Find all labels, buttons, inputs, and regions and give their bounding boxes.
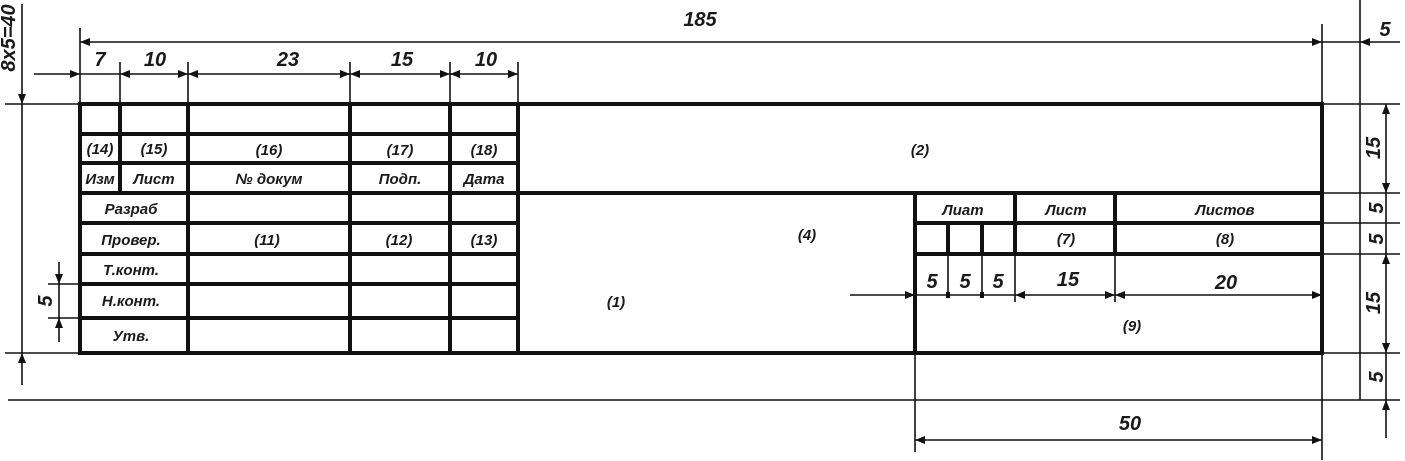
header-izm: Изм xyxy=(85,171,114,188)
dim-litera-row-1: 5 xyxy=(1366,202,1388,214)
field-name: (1) xyxy=(607,294,625,311)
dim-sheet-col: 15 xyxy=(1057,269,1080,291)
header-sheets-total: Листов xyxy=(1194,202,1254,219)
dim-right-gap: 5 xyxy=(1379,19,1391,41)
header-litera: Лиат xyxy=(941,202,983,219)
dim-col-1: 7 xyxy=(94,49,106,71)
dim-right-block-width: 50 xyxy=(1119,413,1141,435)
title-block-frame xyxy=(78,102,1324,355)
role-tech-control: Т.конт. xyxy=(103,262,159,279)
dimension-lines xyxy=(18,4,1400,444)
dim-total-width: 185 xyxy=(683,9,717,31)
dim-col-3: 23 xyxy=(276,49,299,71)
field-number-16: (16) xyxy=(256,142,283,159)
role-approved: Утв. xyxy=(113,328,150,345)
role-norm-control: Н.конт. xyxy=(102,293,160,310)
field-number-18: (18) xyxy=(471,142,498,159)
dim-bottom-margin: 5 xyxy=(1366,371,1388,383)
dim-litera-col-2: 5 xyxy=(959,271,971,293)
header-signature: Подп. xyxy=(379,171,422,188)
dim-litera-col-3: 5 xyxy=(992,271,1004,293)
dim-litera-col-1: 5 xyxy=(926,271,938,293)
dim-col-5: 10 xyxy=(475,49,497,71)
dim-litera-row-2: 5 xyxy=(1366,233,1388,245)
field-sheets-total: (8) xyxy=(1216,231,1234,248)
dim-row-height: 5 xyxy=(35,295,57,307)
dim-left-height: 8x5=40 xyxy=(0,4,20,71)
field-number-17: (17) xyxy=(387,142,414,159)
dim-sheets-col: 20 xyxy=(1214,272,1237,294)
field-material: (4) xyxy=(798,227,816,244)
header-date: Дата xyxy=(462,171,505,188)
field-number-15: (15) xyxy=(141,141,168,158)
field-designation: (2) xyxy=(911,142,929,159)
extension-lines xyxy=(5,0,1400,460)
header-sheet: Лист xyxy=(1044,202,1086,219)
dim-col-4: 15 xyxy=(391,49,414,71)
field-organization: (9) xyxy=(1123,318,1141,335)
role-checker: Провер. xyxy=(101,232,160,249)
header-doc-number: № докум xyxy=(235,171,302,188)
field-number-14: (14) xyxy=(87,141,114,158)
field-number-12: (12) xyxy=(386,232,413,249)
header-list: Лист xyxy=(132,171,174,188)
dim-top-block-height: 15 xyxy=(1363,136,1385,159)
role-developer: Разраб xyxy=(105,201,159,218)
field-number-13: (13) xyxy=(471,232,498,249)
field-number-11: (11) xyxy=(254,232,280,249)
dim-bottom-block-height: 15 xyxy=(1363,291,1385,314)
field-sheet-number: (7) xyxy=(1057,231,1075,248)
dim-col-2: 10 xyxy=(144,49,166,71)
